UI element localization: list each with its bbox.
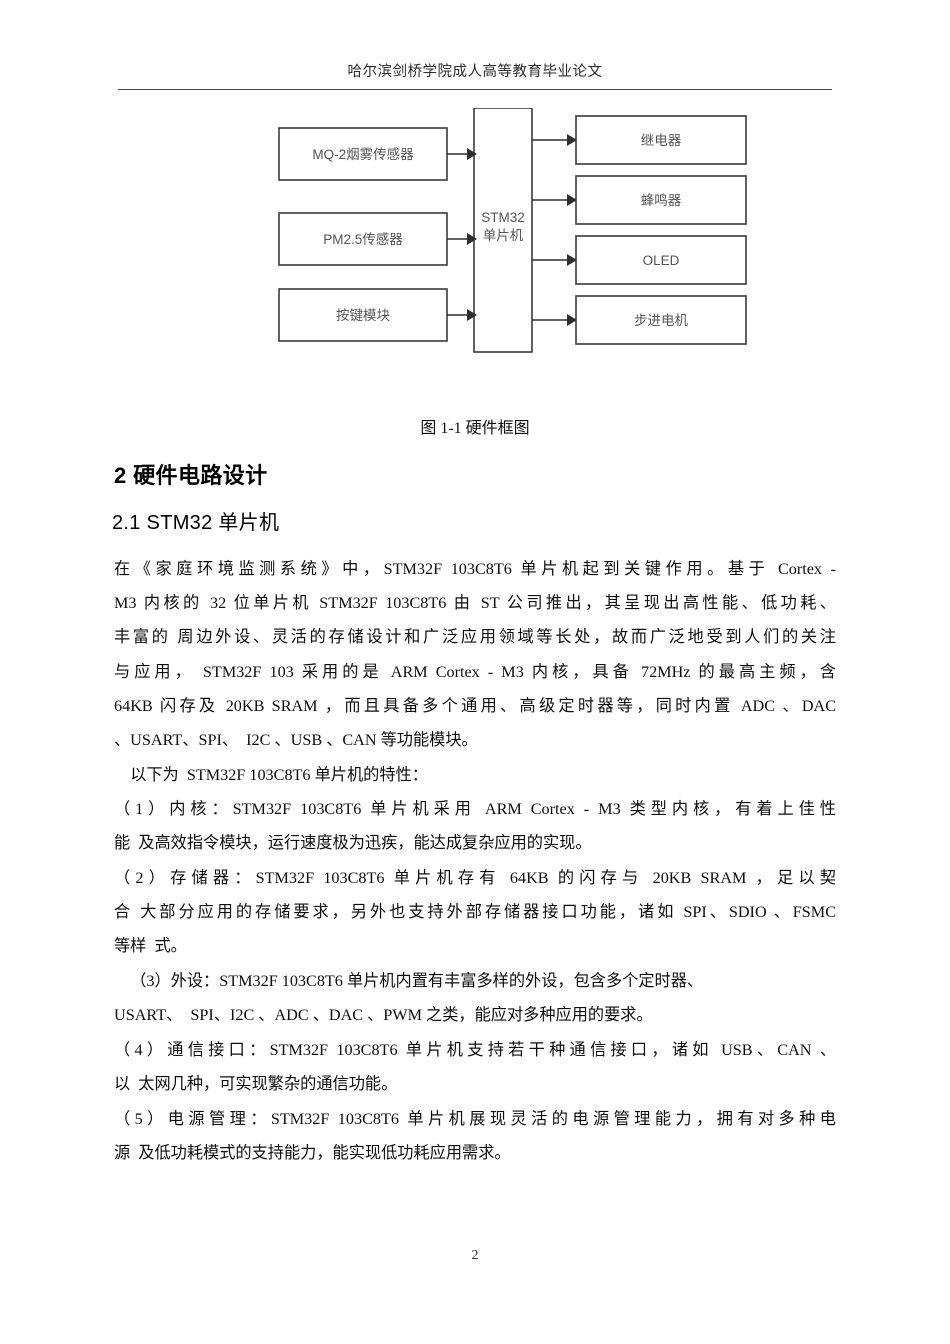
text-line: （3）外设：STM32F 103C8T6 单片机内置有丰富多样的外设，包含多个定…	[114, 972, 704, 990]
diagram-label-mcu-line1: STM32	[481, 210, 525, 225]
text-line: 以 太网几种，可实现繁杂的通信功能。	[114, 1075, 398, 1094]
text-line: 与应用， STM32F 103 采用的是 ARM Cortex - M3 内核，…	[114, 662, 836, 681]
text-line: （5）电源管理：STM32F 103C8T6 单片机展现灵活的电源管理能力，拥有…	[114, 1110, 836, 1128]
diagram-arrowhead-input-2	[467, 309, 477, 321]
diagram-arrowhead-output-3	[567, 314, 577, 326]
paragraph-features-lead: 以下为 STM32F 103C8T6 单片机的特性：	[114, 758, 836, 792]
diagram-label-output-0: 继电器	[641, 133, 682, 148]
paragraph-feature-peripherals: （3）外设：STM32F 103C8T6 单片机内置有丰富多样的外设，包含多个定…	[114, 964, 836, 1032]
diagram-label-output-2: OLED	[643, 253, 680, 268]
text-line: 等样 式。	[114, 937, 187, 956]
text-line: USART、 SPI、I2C 、ADC 、DAC 、PWM 之类，能应对多种应用…	[114, 1006, 653, 1025]
running-header-title: 哈尔滨剑桥学院成人高等教育毕业论文	[347, 64, 603, 80]
diagram-label-input-2: 按键模块	[336, 308, 390, 323]
diagram-arrowhead-output-1	[567, 194, 577, 206]
text-line: 、USART、SPI、 I2C 、USB 、CAN 等功能模块。	[114, 730, 478, 749]
text-line: 以下为 STM32F 103C8T6 单片机的特性：	[114, 766, 428, 784]
paragraph-feature-memory: （2）存储器：STM32F 103C8T6 单片机存有 64KB 的闪存与 20…	[114, 861, 836, 964]
subsection-heading-2-1: 2.1 STM32 单片机	[112, 512, 280, 534]
text-line: （1）内核：STM32F 103C8T6 单片机采用 ARM Cortex - …	[114, 800, 836, 818]
text-line: 合 大部分应用的存储要求，另外也支持外部存储器接口功能，诸如 SPI、SDIO …	[114, 903, 836, 922]
text-line: M3 内核的 32 位单片机 STM32F 103C8T6 由 ST 公司推出，…	[114, 594, 836, 613]
text-line: 在《家庭环境监测系统》中，STM32F 103C8T6 单片机起到关键作用。基于…	[114, 560, 836, 578]
figure-caption: 图 1-1 硬件框图	[420, 420, 530, 437]
section-heading-2: 2 硬件电路设计	[114, 463, 268, 488]
paragraph-feature-power: （5）电源管理：STM32F 103C8T6 单片机展现灵活的电源管理能力，拥有…	[114, 1102, 836, 1170]
diagram-label-input-0: MQ-2烟雾传感器	[312, 146, 414, 162]
diagram-label-output-1: 蜂鸣器	[641, 192, 682, 208]
diagram-label-mcu-line2: 单片机	[483, 228, 524, 243]
text-line: （4）通信接口：STM32F 103C8T6 单片机支持若干种通信接口，诸如 U…	[114, 1041, 836, 1059]
hardware-block-diagram: MQ-2烟雾传感器 PM2.5传感器 按键模块 继电器 蜂鸣器 OLED 步进电…	[265, 108, 765, 358]
diagram-label-output-3: 步进电机	[634, 313, 688, 328]
diagram-arrowhead-output-0	[567, 134, 577, 146]
diagram-label-input-1: PM2.5传感器	[323, 231, 403, 247]
diagram-box-mcu	[473, 108, 533, 353]
diagram-arrowhead-input-0	[467, 148, 477, 160]
running-header: 哈尔滨剑桥学院成人高等教育毕业论文	[0, 60, 950, 81]
text-line: 能 及高效指令模块，运行速度极为迅疾，能达成复杂应用的实现。	[114, 834, 592, 853]
paragraph-feature-core: （1）内核：STM32F 103C8T6 单片机采用 ARM Cortex - …	[114, 792, 836, 860]
diagram-arrowhead-input-1	[467, 233, 477, 245]
text-line: 丰富的 周边外设、灵活的存储设计和广泛应用领域等长处，故而广泛地受到人们的关注	[114, 628, 836, 647]
header-divider	[118, 89, 832, 90]
page-number: 2	[471, 1248, 479, 1263]
text-line: 源 及低功耗模式的支持能力，能实现低功耗应用需求。	[114, 1144, 511, 1163]
paragraph-intro: 在《家庭环境监测系统》中，STM32F 103C8T6 单片机起到关键作用。基于…	[114, 552, 836, 757]
paragraph-feature-comm: （4）通信接口：STM32F 103C8T6 单片机支持若干种通信接口，诸如 U…	[114, 1033, 836, 1101]
text-line: 64KB 闪存及 20KB SRAM ，而且具备多个通用、高级定时器等，同时内置…	[114, 696, 836, 715]
diagram-arrowhead-output-2	[567, 254, 577, 266]
text-line: （2）存储器：STM32F 103C8T6 单片机存有 64KB 的闪存与 20…	[114, 869, 836, 887]
